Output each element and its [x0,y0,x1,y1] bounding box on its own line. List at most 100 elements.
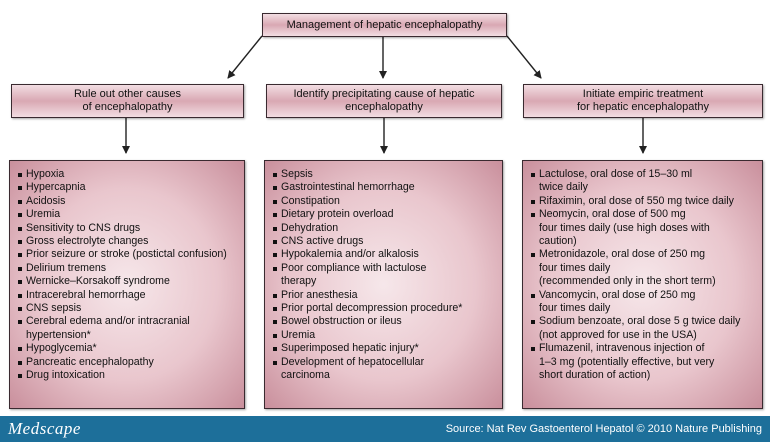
list-item-line: Dietary protein overload [281,208,394,221]
list-item: Gross electrolyte changes [18,235,238,248]
rule-out-header-line-1: Rule out other causes [73,88,181,100]
list-item-line: short duration of action) [539,369,651,382]
list-item-line: 1–3 mg (potentially effective, but very [539,355,715,368]
list-item: Prior seizure or stroke (postictal confu… [18,248,238,261]
list-item: Delirium tremens [18,262,238,275]
list-item-line: caution) [539,235,577,248]
list-item-line: Prior seizure or stroke (postictal confu… [26,248,227,261]
list-item-line: Drug intoxication [26,369,105,382]
list-item: Uremia [273,329,496,342]
arrow-title-to-left [227,35,263,79]
list-item: Hypoglycemia* [18,342,238,355]
list-item-line: Cerebral edema and/or intracranial [26,315,190,328]
precipitating-cause-header-line-2: encephalopathy [345,101,423,113]
title-text: Management of hepatic encephalopathy [286,18,483,31]
list-item-line: Rifaximin, oral dose of 550 mg twice dai… [539,194,734,207]
list-item: Intracerebral hemorrhage [18,289,238,302]
medscape-logo[interactable]: Medscape [8,419,81,438]
list-item-line: hypertension* [26,328,91,341]
list-item: Acidosis [18,195,238,208]
list-item-line: Gastrointestinal hemorrhage [281,181,415,194]
list-item: Hypercapnia [18,181,238,194]
list-item: Hypoxia [18,168,238,181]
precipitating-cause-header-line-1: Identify precipitating cause of hepatic [293,88,475,100]
list-item: Gastrointestinal hemorrhage [273,181,496,194]
list-item-line: (recommended only in the short term) [539,275,716,288]
list-item-line: Gross electrolyte changes [26,235,149,248]
list-item-line: twice daily [539,181,588,194]
list-item: Dehydration [273,222,496,235]
empiric-treatment-header-line-2: for hepatic encephalopathy [576,101,710,113]
list-item-line: Hypokalemia and/or alkalosis [281,248,419,261]
list-item-line: four times daily [539,261,611,274]
arrow-title-to-right [506,35,542,79]
list-item-line: Prior anesthesia [281,288,358,301]
list-item: Drug intoxication [18,369,238,382]
list-item-line: Flumazenil, intravenous injection of [539,342,705,355]
list-item-line: Dehydration [281,221,339,234]
list-item-line: Hypoglycemia* [26,342,97,355]
list-item: Hypokalemia and/or alkalosis [273,248,496,261]
title-box: Management of hepatic encephalopathy [262,13,507,37]
rule-out-header-line-2: of encephalopathy [82,101,173,113]
list-item: Bowel obstruction or ileus [273,315,496,328]
list-item-line: Lactulose, oral dose of 15–30 ml [539,168,693,180]
list-item-line: Metronidazole, oral dose of 250 mg [539,248,706,261]
list-item-line: Vancomycin, oral dose of 250 mg [539,288,696,301]
empiric-treatment-header: Initiate empiric treatment for hepatic e… [523,84,763,118]
rule-out-header: Rule out other causes of encephalopathy [11,84,244,118]
list-item-line: Superimposed hepatic injury* [281,342,419,355]
list-item: Sensitivity to CNS drugs [18,222,238,235]
list-item-line: Uremia [281,328,316,341]
list-item: Wernicke–Korsakoff syndrome [18,275,238,288]
list-item: Constipation [273,195,496,208]
list-item-line: Constipation [281,194,340,207]
list-item: Dietary protein overload [273,208,496,221]
list-item-line: Acidosis [26,194,66,207]
footer-bar: Medscape Source: Nat Rev Gastoenterol He… [0,416,770,442]
list-item-line: four times daily (use high doses with [539,221,710,234]
list-item: Prior portal decompression procedure* [273,302,496,315]
list-item-line: therapy [281,275,317,288]
list-item-line: Development of hepatocellular [281,355,425,368]
list-item-line: Sepsis [281,168,313,180]
list-item-line: Bowel obstruction or ileus [281,315,402,328]
list-item-line: Delirium tremens [26,261,107,274]
source-credit: Source: Nat Rev Gastoenterol Hepatol © 2… [445,423,762,435]
list-item: Rifaximin, oral dose of 550 mg twice dai… [531,195,756,208]
precipitating-cause-header: Identify precipitating cause of hepatic … [266,84,502,118]
list-item-line: Hypoxia [26,168,65,180]
list-item: Pancreatic encephalopathy [18,356,238,369]
list-item-line: (not approved for use in the USA) [539,328,697,341]
list-item: Uremia [18,208,238,221]
list-item: Superimposed hepatic injury* [273,342,496,355]
list-item-line: Pancreatic encephalopathy [26,355,154,368]
list-item-line: Sodium benzoate, oral dose 5 g twice dai… [539,315,741,328]
list-item-line: Sensitivity to CNS drugs [26,221,141,234]
empiric-treatment-header-line-1: Initiate empiric treatment [582,88,704,100]
list-item-line: Poor compliance with lactulose [281,261,427,274]
list-item-line: Prior portal decompression procedure* [281,302,463,315]
list-item-line: carcinoma [281,369,330,382]
list-item-line: CNS active drugs [281,235,364,248]
list-item: Sepsis [273,168,496,181]
list-item-line: Intracerebral hemorrhage [26,288,146,301]
list-item: CNS active drugs [273,235,496,248]
list-item-line: Uremia [26,208,61,221]
list-item-line: Hypercapnia [26,181,86,194]
list-item: CNS sepsis [18,302,238,315]
